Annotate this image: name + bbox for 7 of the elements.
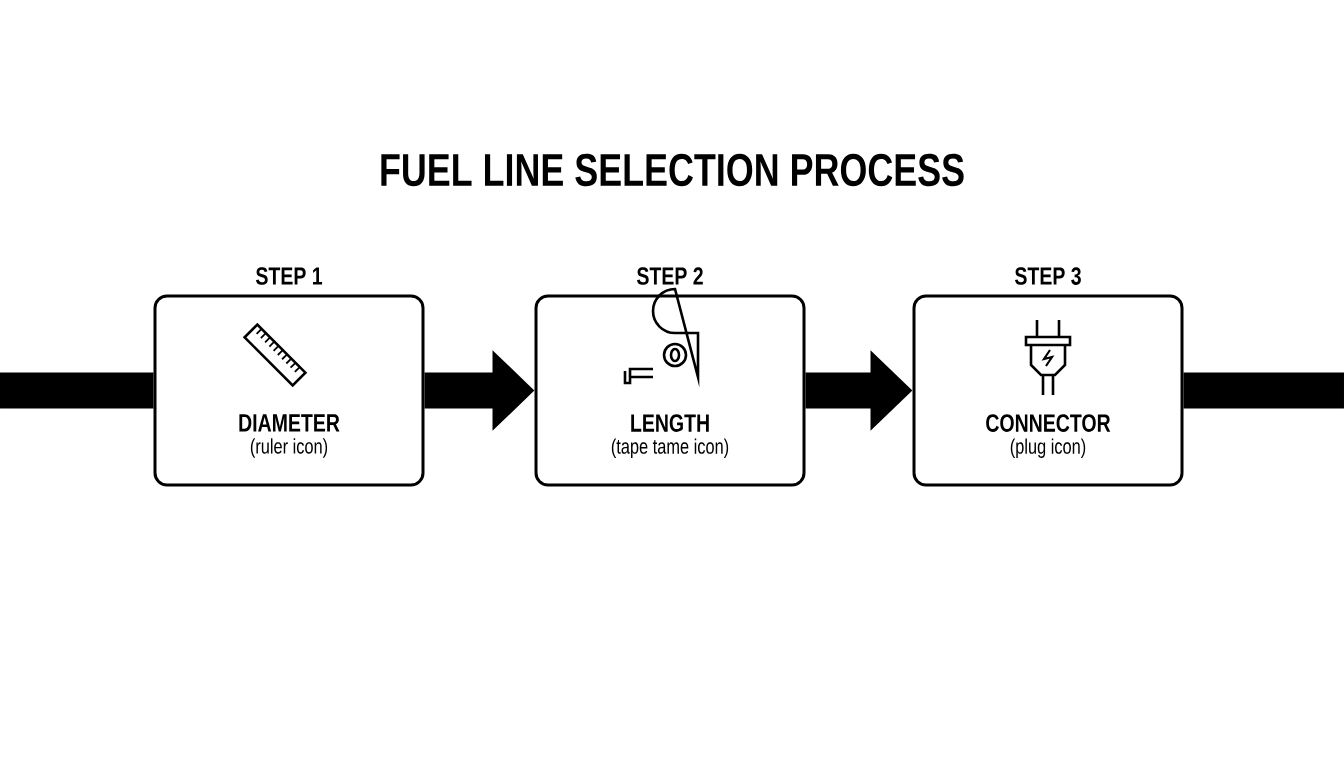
title: FUEL LINE SELECTION PROCESS bbox=[381, 153, 964, 187]
step-label: STEP 1 bbox=[256, 267, 323, 285]
process-box: CONNECTOR (plug icon) bbox=[912, 294, 1184, 487]
process-box: LENGTH (tape tame icon) bbox=[534, 294, 806, 487]
process-box: DIAMETER (ruler icon) bbox=[153, 294, 425, 487]
step-label: STEP 2 bbox=[637, 267, 703, 285]
step-label: STEP 3 bbox=[1015, 267, 1081, 285]
